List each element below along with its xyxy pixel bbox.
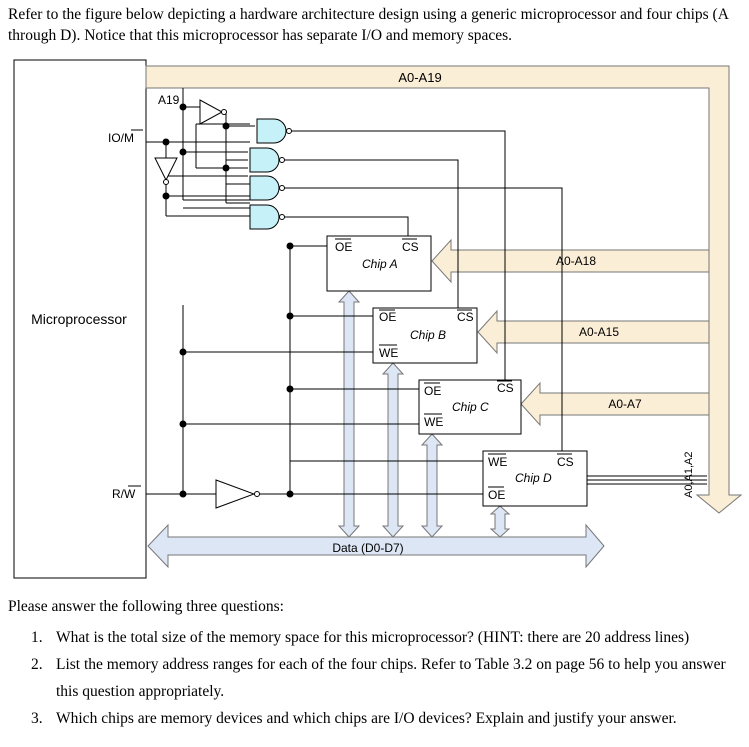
data-arrow-chip-d [489, 505, 511, 538]
questions: Please answer the following three questi… [8, 596, 744, 732]
decoder-wiring [146, 88, 563, 495]
data-arrow-chip-a [337, 290, 361, 538]
address-branch-chip-c [520, 381, 710, 427]
question-item: 1. What is the total size of the memory … [8, 624, 744, 651]
chip-b-label: Chip B [410, 328, 446, 342]
address-branch-chip-b-label: A0-A15 [579, 325, 619, 339]
address-bus-main [145, 65, 743, 514]
question-number: 2. [31, 656, 43, 673]
a19-label: A19 [158, 93, 180, 107]
chip-a-label: Chip A [362, 257, 398, 271]
question-item: 3. Which chips are memory devices and wh… [8, 705, 744, 732]
inverter-a19 [199, 99, 227, 125]
chip-d-address-label: A0,A1,A2 [683, 452, 695, 498]
chip-c-cs: CS [497, 381, 514, 395]
chip-a-cs: CS [402, 240, 419, 254]
question-item: 2. List the memory address ranges for ea… [8, 651, 744, 705]
chip-b-cs: CS [457, 310, 474, 324]
chip-c-label: Chip C [452, 400, 489, 414]
chip-d-we: WE [488, 455, 507, 469]
chip-d-box [482, 450, 588, 507]
address-branch-chip-b [477, 309, 710, 355]
chip-d-cs: CS [557, 455, 574, 469]
chip-d-label: Chip D [515, 471, 552, 485]
address-bus-label: A0-A19 [398, 70, 441, 85]
architecture-diagram: Microprocessor A0-A19 A0-A18 A0-A15 A0-A… [13, 59, 743, 579]
nand-gates [249, 118, 292, 230]
chip-c-we: WE [424, 415, 443, 429]
microprocessor-box [13, 59, 147, 579]
question-text: What is the total size of the memory spa… [56, 629, 690, 646]
chip-b-oe: OE [379, 310, 396, 324]
inverter-io-m [154, 157, 178, 185]
chip-c-box [418, 379, 522, 435]
address-branch-chip-a [431, 238, 710, 284]
data-bus [147, 523, 605, 569]
inverter-rw [215, 479, 260, 509]
junction-dots [162, 103, 294, 498]
question-text: Which chips are memory devices and which… [56, 710, 677, 727]
question-number: 1. [31, 629, 43, 646]
chip-d-address-lines [587, 475, 707, 485]
question-number: 3. [31, 710, 43, 727]
rw-label: R/W [112, 487, 136, 501]
problem-intro: Refer to the figure below depicting a ha… [8, 6, 729, 44]
chip-b-we: WE [379, 346, 398, 360]
data-arrow-chip-c [420, 433, 444, 538]
questions-lead: Please answer the following three questi… [8, 598, 284, 615]
data-bus-label: Data (D0-D7) [332, 541, 403, 555]
question-text: List the memory address ranges for each … [56, 656, 726, 700]
microprocessor-label: Microprocessor [31, 311, 127, 327]
chip-a-oe: OE [335, 240, 352, 254]
address-branch-chip-c-label: A0-A7 [608, 397, 642, 411]
chip-a-box [326, 235, 432, 292]
chip-c-oe: OE [424, 384, 441, 398]
io-m-label: IO/M [108, 131, 134, 145]
chip-d-oe: OE [488, 488, 505, 502]
address-branch-chip-a-label: A0-A18 [556, 254, 596, 268]
chip-b-box [372, 307, 478, 364]
